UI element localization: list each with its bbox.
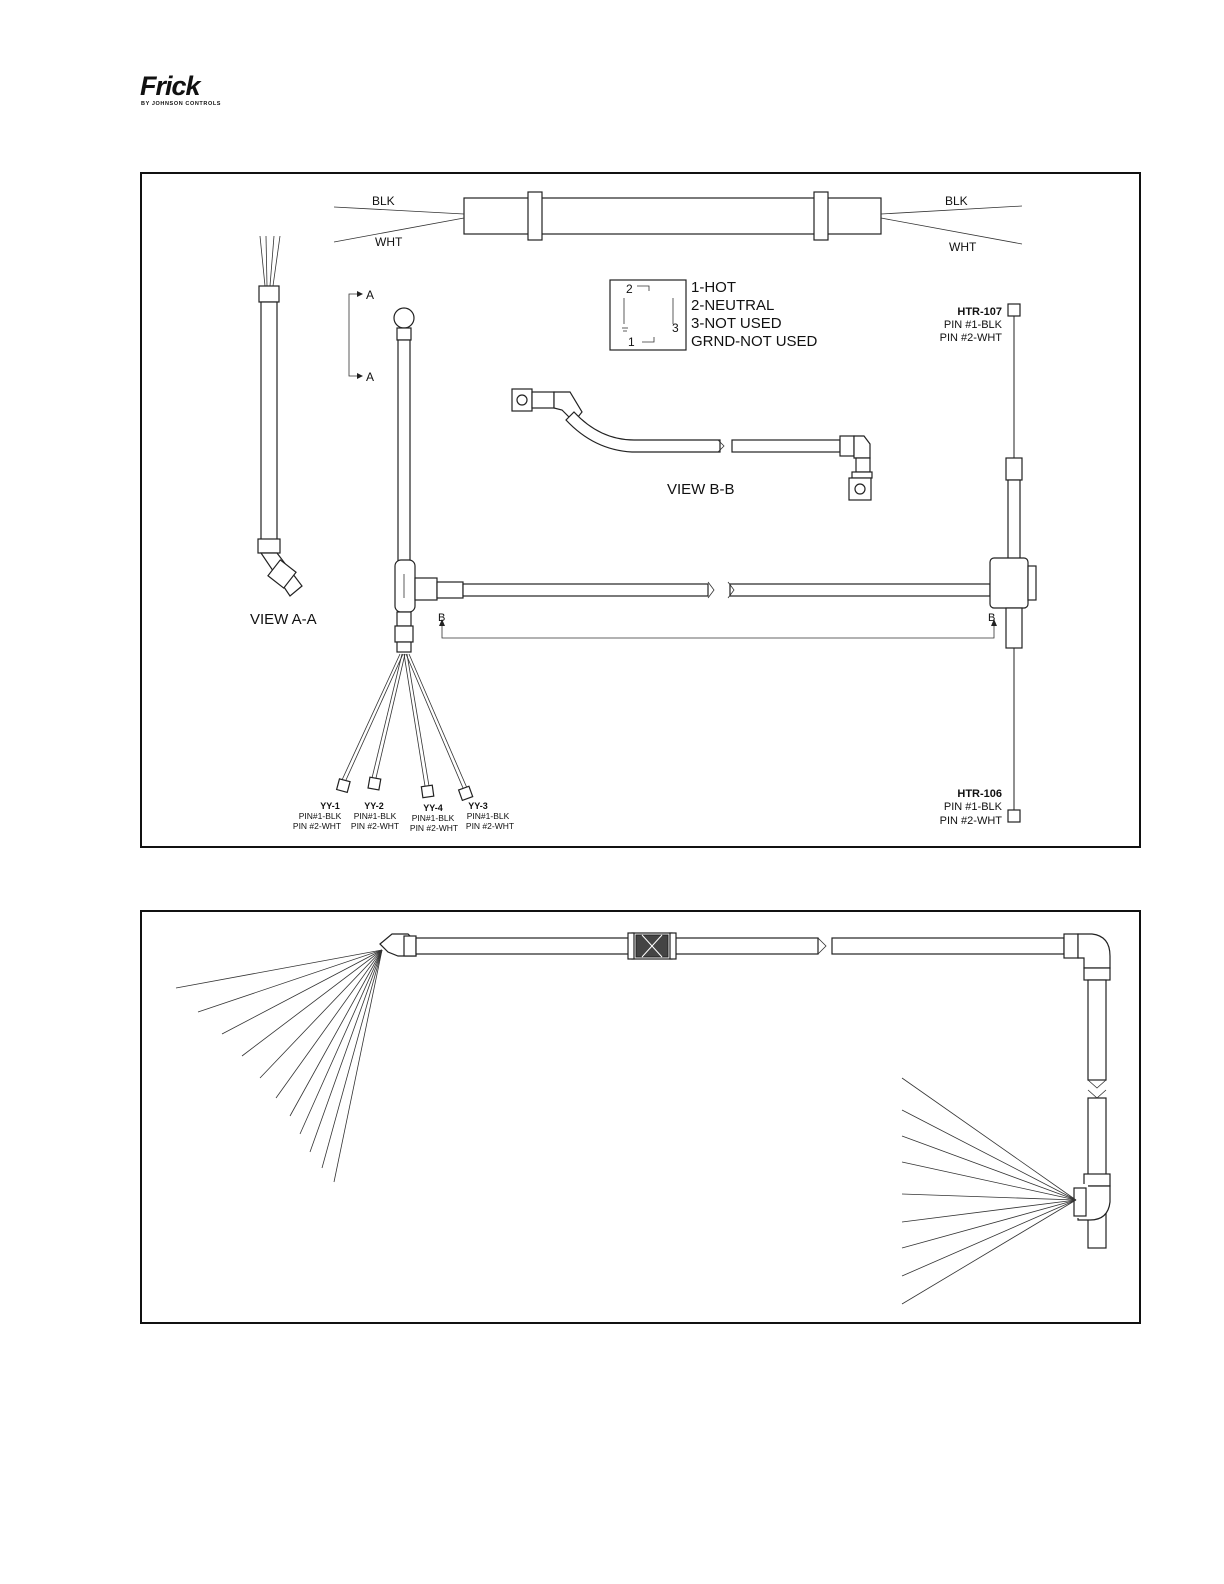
htr-107-tag: HTR-107 (957, 306, 1002, 318)
yy-2-pin2: PIN #2-WHT (351, 821, 399, 831)
right-blk-label: BLK (945, 194, 968, 208)
yy-3-label: YY-3 PIN#1-BLK PIN #2-WHT (466, 801, 514, 831)
htr-107-label: HTR-107 PIN #1-BLK PIN #2-WHT (940, 306, 1003, 344)
yy-4-pin2: PIN #2-WHT (410, 823, 458, 833)
yy-4-pin1: PIN#1-BLK (412, 813, 455, 823)
right-wire-fanout (902, 1078, 1076, 1304)
yy-1-pin2: PIN #2-WHT (293, 821, 341, 831)
yy-2-label: YY-2 PIN#1-BLK PIN #2-WHT (351, 801, 399, 831)
left-wire-fanout (176, 950, 382, 1182)
right-wht-label: WHT (949, 240, 977, 254)
yy-1-label: YY-1 PIN#1-BLK PIN #2-WHT (293, 801, 342, 831)
horizontal-conduit (415, 578, 990, 600)
pin-1-label: 1 (628, 335, 635, 349)
yy-3-pin1: PIN#1-BLK (467, 811, 510, 821)
right-vertical-conduit (990, 304, 1036, 822)
section-b-right: B (988, 612, 995, 624)
yy-4-tag: YY-4 (423, 803, 443, 813)
yy-wire-fanout (337, 654, 473, 800)
legend-item-not-used: 3-NOT USED (691, 315, 782, 332)
left-blk-label: BLK (372, 194, 395, 208)
yy-2-pin1: PIN#1-BLK (354, 811, 397, 821)
view-a-a-label: VIEW A-A (250, 611, 317, 628)
htr-107-pin1: PIN #1-BLK (944, 319, 1003, 331)
pin-2-label: 2 (626, 282, 633, 296)
yy-4-label: YY-4 PIN#1-BLK PIN #2-WHT (410, 803, 458, 833)
yy-3-pin2: PIN #2-WHT (466, 821, 514, 831)
bottom-diagram-svg (142, 912, 1143, 1326)
section-b-left: B (438, 612, 445, 624)
yy-1-pin1: PIN#1-BLK (299, 811, 342, 821)
bottom-diagram-panel (140, 910, 1141, 1324)
legend-item-neutral: 2-NEUTRAL (691, 297, 774, 314)
section-a-marker: A A (349, 288, 374, 384)
view-b-b-drawing: VIEW B-B (512, 389, 872, 500)
heater-cable-detail: BLK WHT BLK WHT (334, 192, 1022, 254)
connector-face (610, 280, 686, 350)
legend-item-ground: GRND-NOT USED (691, 333, 818, 350)
section-a-top: A (366, 288, 374, 302)
frick-logo: Frick BY JOHNSON CONTROLS (140, 72, 240, 112)
top-diagram-svg: BLK WHT BLK WHT VIEW A-A A A (142, 174, 1143, 850)
htr-106-pin1: PIN #1-BLK (944, 801, 1003, 813)
left-wht-label: WHT (375, 235, 403, 249)
yy-3-tag: YY-3 (468, 801, 488, 811)
yy-2-tag: YY-2 (364, 801, 384, 811)
pin-legend: 2 3 1 1-HOT 2-NEUTRAL 3-NOT USED GRND-NO… (610, 279, 818, 350)
section-a-bottom: A (366, 370, 374, 384)
htr-106-pin2: PIN #2-WHT (940, 815, 1003, 827)
yy-1-tag: YY-1 (320, 801, 340, 811)
view-a-a-drawing: VIEW A-A (250, 236, 317, 628)
bottom-conduit-run (380, 933, 1110, 1248)
logo-subtitle: BY JOHNSON CONTROLS (141, 101, 221, 107)
legend-item-hot: 1-HOT (691, 279, 736, 296)
htr-107-pin2: PIN #2-WHT (940, 332, 1003, 344)
pin-3-label: 3 (672, 321, 679, 335)
section-b-marker: B B (438, 612, 997, 638)
htr-106-label: HTR-106 PIN #1-BLK PIN #2-WHT (940, 788, 1003, 827)
view-b-b-label: VIEW B-B (667, 481, 735, 498)
logo-brand: Frick (140, 72, 200, 100)
left-vertical-conduit (394, 308, 415, 652)
htr-106-tag: HTR-106 (957, 788, 1002, 800)
top-diagram-panel: BLK WHT BLK WHT VIEW A-A A A (140, 172, 1141, 848)
